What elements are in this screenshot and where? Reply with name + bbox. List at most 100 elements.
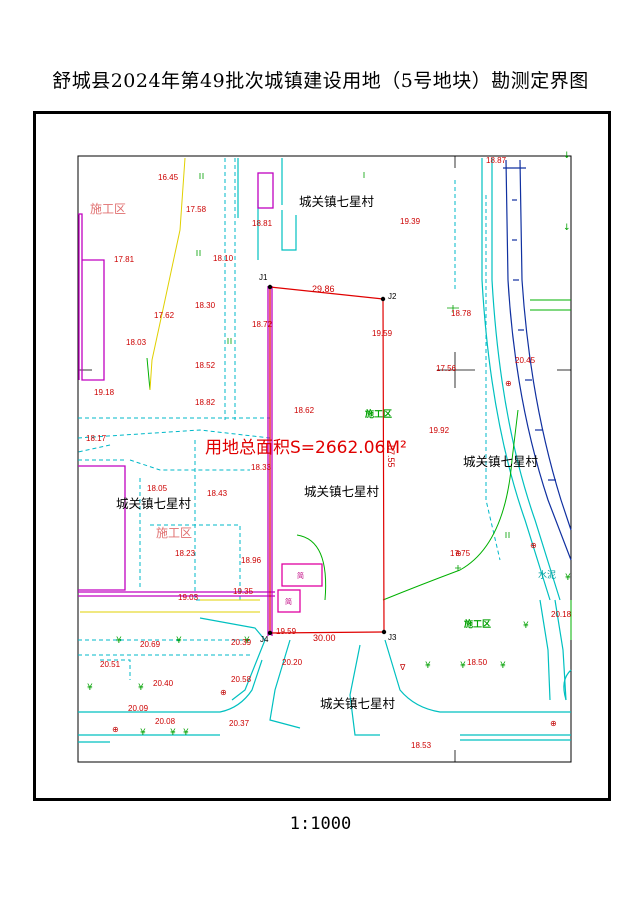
elev: 20.40 [153,679,174,688]
elev: 20.09 [128,704,149,713]
water-label: 水泥 [538,569,556,581]
elev: 20.51 [100,660,121,669]
map-inner-border [77,155,572,763]
elev: 19.59 [276,627,297,636]
svg-text:¥: ¥ [138,683,144,693]
elev: 18.78 [451,309,472,318]
svg-text:⊕: ⊕ [505,379,512,388]
svg-text:∇: ∇ [399,663,406,672]
village-label: 城关镇七星村 [299,194,375,209]
elev: 18.53 [411,741,432,750]
svg-text:¥: ¥ [523,621,529,631]
building-label: 简 [297,571,304,580]
construction-zone-label: 施工区 [464,618,491,630]
elev: 18.23 [175,549,196,558]
edge-length-bottom: 30.00 [313,633,336,643]
elev: 18.62 [294,406,315,415]
elev: 19.18 [94,388,115,397]
dashed-roads [77,158,501,680]
svg-text:¥: ¥ [116,636,122,646]
page-title: 舒城县2024年第49批次城镇建设用地（5号地块）勘测定界图 [52,70,589,92]
elev: 18.43 [207,489,228,498]
elevation-points: 16.45 17.58 18.81 19.39 18.87 17.81 18.1… [86,156,572,750]
parcel-boundary: J1 J2 J3 J4 29.86 87.55 30.00 [259,273,397,644]
tree-symbols: ¥¥¥ ¥¥ ¥¥¥ ¥¥¥ ¥↓↓ ¥ [87,151,571,738]
elev: 18.30 [195,301,216,310]
elev: 20.58 [231,675,252,684]
vertex-J2 [380,296,386,302]
elev: 18.81 [252,219,273,228]
elev: 19.92 [429,426,450,435]
svg-text:¥: ¥ [87,683,93,693]
construction-zone-label: 施工区 [90,202,126,216]
elev: 19.35 [233,587,254,596]
river [503,159,572,561]
elev: 18.72 [252,320,273,329]
vertex-label-J3: J3 [388,633,397,642]
building-label: 简 [285,597,292,606]
building-jian-1 [281,563,323,587]
elev: 20.45 [515,356,536,365]
svg-text:¥: ¥ [460,661,466,671]
map-scale: 1:1000 [289,814,352,834]
elev: 20.08 [155,717,176,726]
elev: 19.03 [178,593,199,602]
vertex-J1 [267,284,273,290]
edge-length-top: 29.86 [312,284,335,294]
elev: 19.59 [372,329,393,338]
svg-text:¥: ¥ [500,661,506,671]
elev: 17.62 [154,311,175,320]
elev: 18.33 [251,463,272,472]
map-frame [33,111,611,801]
building-jian-2 [277,589,301,613]
edge-length-right: 87.55 [386,445,396,468]
construction-zone-label: 施工区 [156,526,192,540]
yellow-lines [80,157,260,613]
elev: 18.05 [147,484,168,493]
svg-text:⊕: ⊕ [220,688,227,697]
elev: 18.96 [241,556,262,565]
vertex-J4 [267,630,273,636]
pole-symbols: ⊕ ⊕ ⊕ ⊕ ⊕ ⊕ ∇ [112,379,557,734]
elev: 18.50 [467,658,488,667]
svg-text:¥: ¥ [183,728,189,738]
village-label-parcel: 城关镇七星村 [304,484,380,499]
svg-text:⊕: ⊕ [455,549,462,558]
svg-text:¥: ¥ [140,728,146,738]
elev: 18.10 [213,254,234,263]
svg-text:¥: ¥ [425,661,431,671]
village-label: 城关镇七星村 [463,454,539,469]
elev: 16.45 [158,173,179,182]
elev: 17.56 [436,364,457,373]
total-area-label: 用地总面积S=2662.06M² [205,438,407,458]
elev: 17.75 [450,549,471,558]
svg-text:¥: ¥ [565,573,571,583]
elev: 20.20 [282,658,303,667]
svg-text:↓: ↓ [563,151,571,161]
elev: 18.87 [486,156,507,165]
vertex-label-J2: J2 [388,292,397,301]
buildings [78,172,323,636]
solid-roads [78,158,572,743]
svg-text:⊕: ⊕ [550,719,557,728]
svg-text:¥: ¥ [244,636,250,646]
vegetation-lines [146,299,572,640]
elev: 20.39 [231,638,252,647]
elev: 17.81 [114,255,135,264]
vertex-label-J4: J4 [260,635,269,644]
elev: 18.03 [126,338,147,347]
svg-text:⊕: ⊕ [112,725,119,734]
elev: 20.18 [551,610,572,619]
elev: 17.58 [186,205,207,214]
elev: 18.52 [195,361,216,370]
village-label: 城关镇七星村 [320,696,396,711]
elev: 18.82 [195,398,216,407]
svg-text:¥: ¥ [176,636,182,646]
construction-zone-label: 施工区 [365,408,392,420]
village-label: 城关镇七星村 [116,496,192,511]
svg-text:⊕: ⊕ [530,541,537,550]
elev: 20.37 [229,719,250,728]
elev: 20.69 [140,640,161,649]
vertex-J3 [381,629,387,635]
